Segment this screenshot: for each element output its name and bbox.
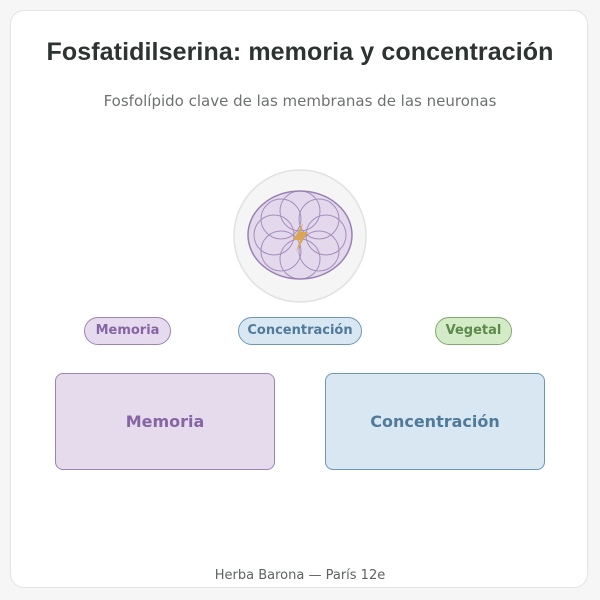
neuron-lightning-icon	[232, 168, 368, 304]
tag-concentracion: Concentración	[238, 317, 362, 345]
footer-text: Herba Barona — París 12e	[214, 568, 386, 583]
page-subtitle: Fosfolípido clave de las membranas de la…	[103, 92, 497, 110]
benefit-memoria: Memoria	[55, 373, 275, 470]
tag-memoria: Memoria	[84, 317, 171, 345]
tag-vegetal: Vegetal	[435, 317, 512, 345]
page-title: Fosfatidilserina: memoria y concentració…	[46, 38, 554, 66]
benefit-concentracion: Concentración	[325, 373, 545, 470]
